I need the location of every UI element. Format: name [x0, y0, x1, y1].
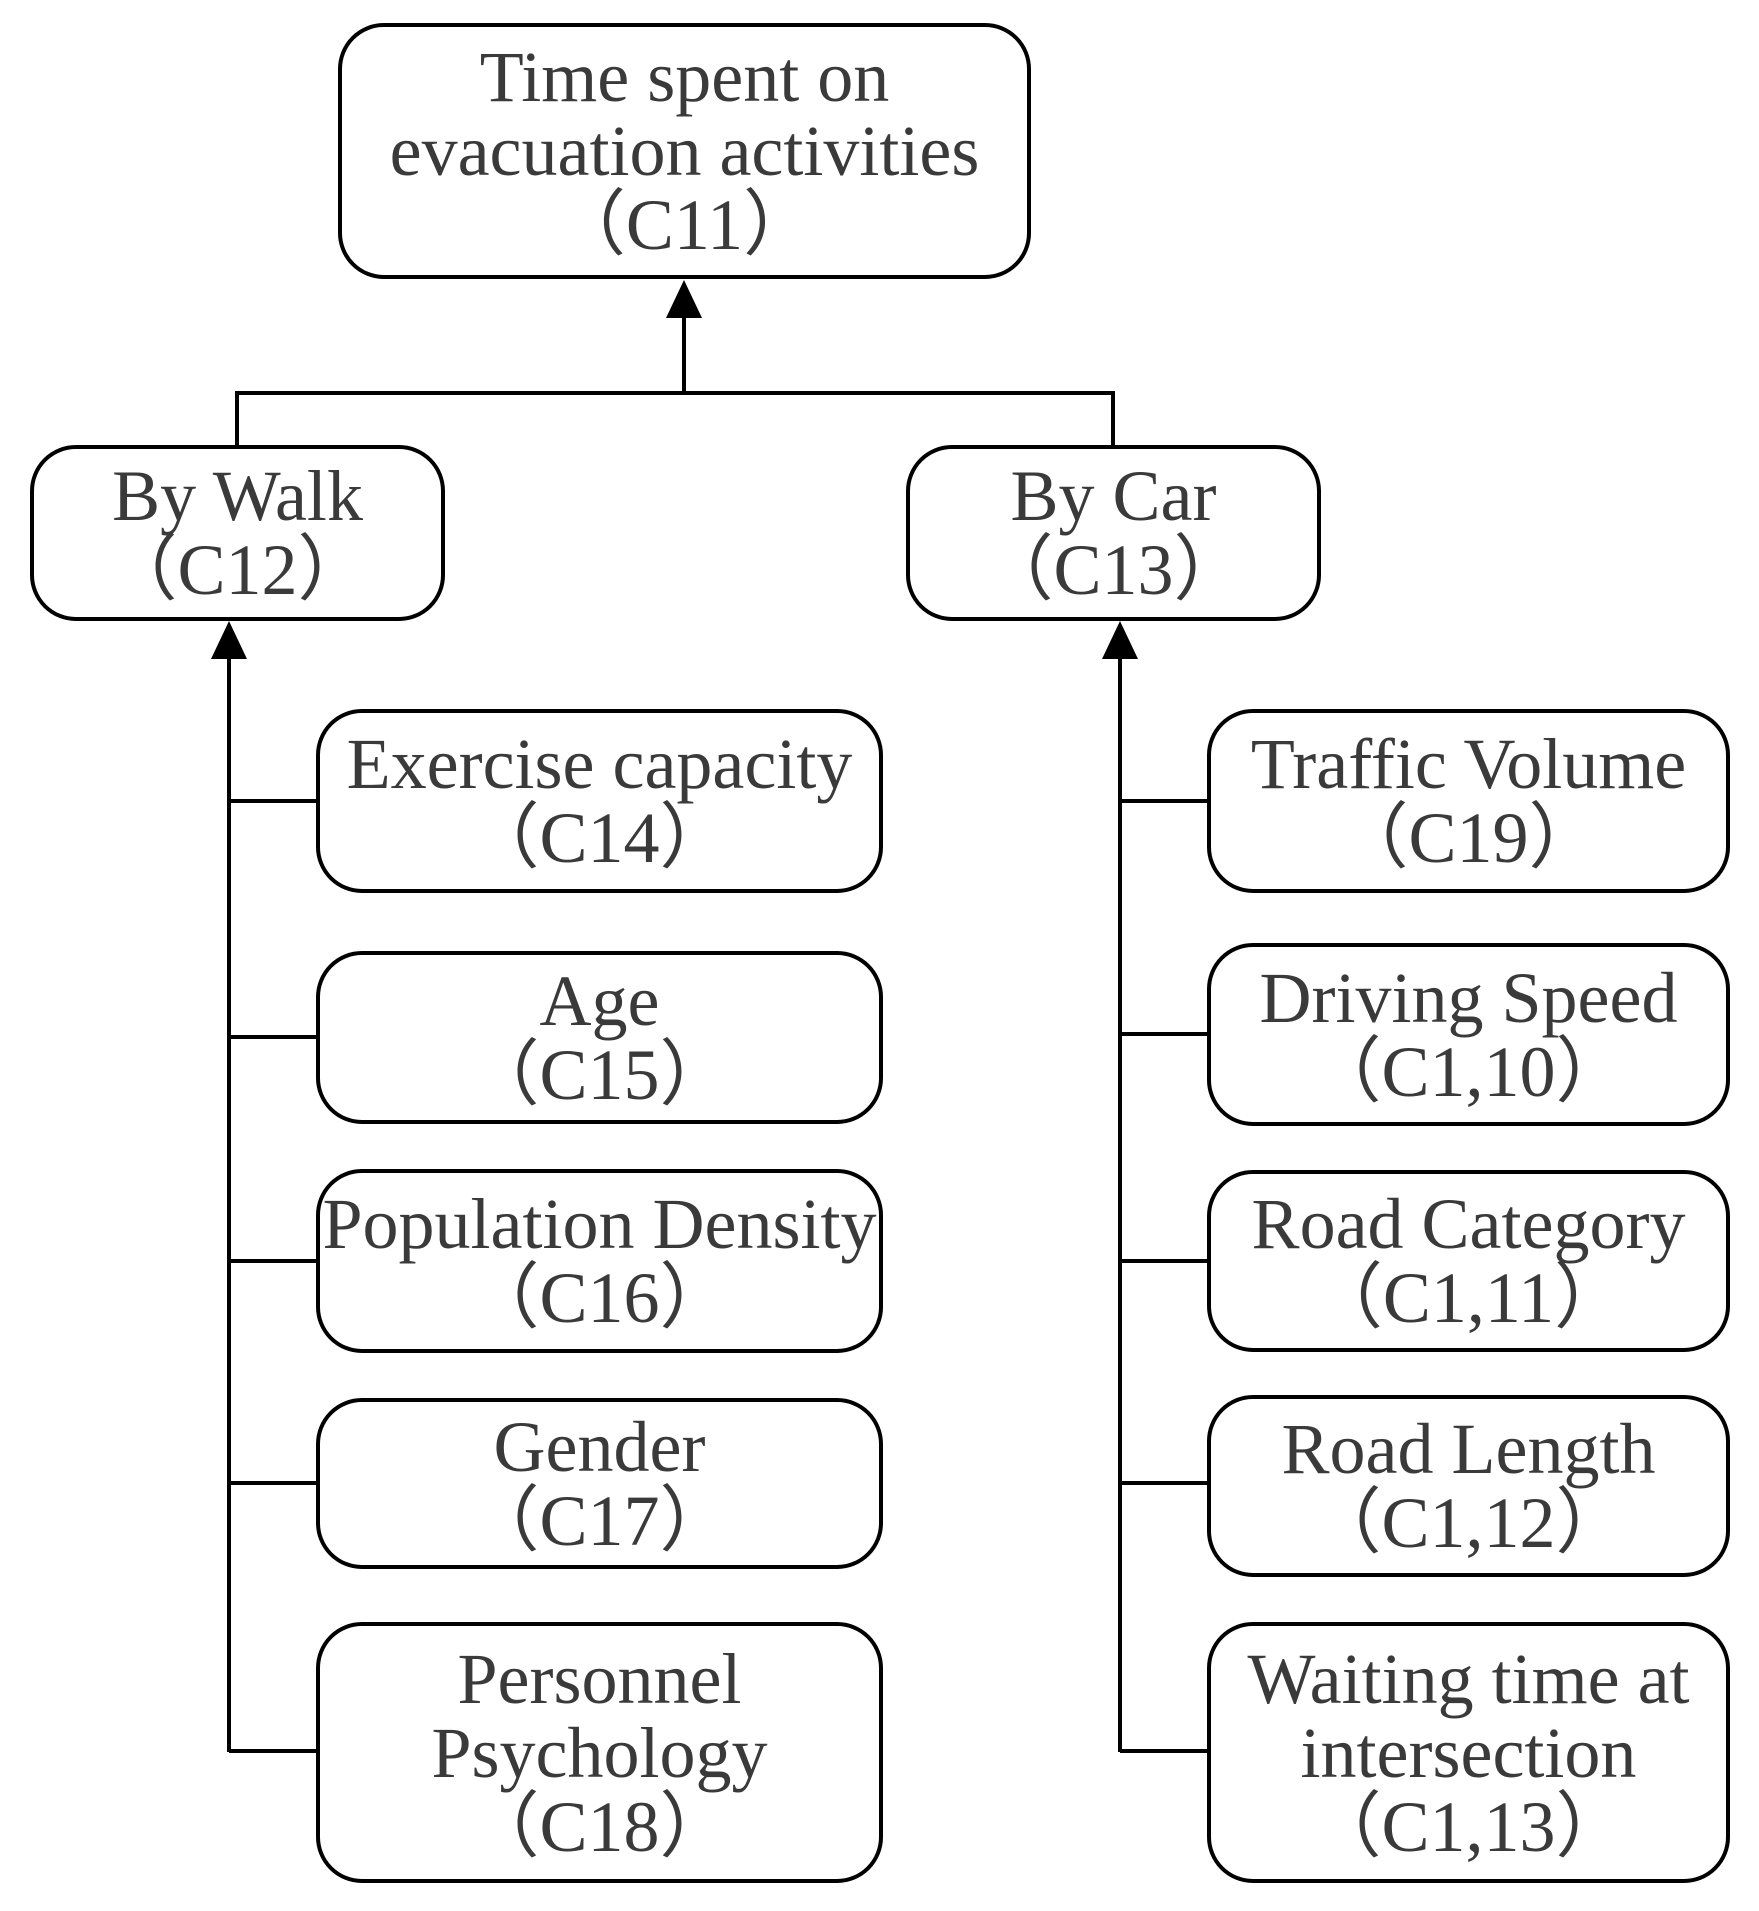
c17-code: （C17）: [467, 1480, 732, 1561]
c18-label-line2: Psychology: [431, 1712, 768, 1793]
level2-bracket: [235, 391, 1115, 445]
c16-label: Population Density: [322, 1184, 877, 1264]
node-c113-waiting-time-at-intersection: Waiting time at intersection （C1,13）: [1207, 1622, 1730, 1883]
node-c11-time-spent: Time spent on evacuation activities （C11…: [338, 23, 1031, 279]
node-c17-gender: Gender （C17）: [316, 1398, 883, 1569]
arrowhead-to-root: [666, 280, 702, 318]
c14-code: （C14）: [467, 798, 732, 878]
c112-label: Road Length: [1281, 1409, 1656, 1489]
c113-code: （C1,13）: [1309, 1786, 1628, 1867]
walk-label: By Walk: [112, 456, 363, 536]
c18-code: （C18）: [467, 1786, 732, 1867]
arrowhead-to-car: [1102, 621, 1138, 659]
c18-label-line1: Personnel: [457, 1638, 742, 1719]
root-code: （C11）: [553, 185, 816, 265]
node-c13-by-car: By Car （C13）: [906, 445, 1321, 621]
c111-code: （C1,11）: [1310, 1258, 1627, 1338]
node-c16-population-density: Population Density （C16）: [316, 1169, 883, 1353]
c110-code: （C1,10）: [1309, 1031, 1628, 1112]
car-label: By Car: [1010, 456, 1217, 536]
c16-code: （C16）: [467, 1258, 732, 1338]
car-code: （C13）: [981, 530, 1246, 610]
node-c110-driving-speed: Driving Speed （C1,10）: [1207, 943, 1730, 1126]
node-c12-by-walk: By Walk （C12）: [30, 445, 445, 621]
node-c14-exercise-capacity: Exercise capacity （C14）: [316, 709, 883, 893]
c17-label: Gender: [493, 1406, 706, 1487]
c110-label: Driving Speed: [1259, 957, 1678, 1038]
c113-label-line1: Waiting time at: [1247, 1638, 1690, 1719]
c112-code: （C1,12）: [1309, 1483, 1628, 1563]
walk-code: （C12）: [105, 530, 370, 610]
node-c15-age: Age （C15）: [316, 951, 883, 1124]
c15-code: （C15）: [467, 1034, 732, 1115]
root-line2: evacuation activities: [389, 111, 980, 191]
c19-code: （C19）: [1336, 798, 1601, 878]
node-c111-road-category: Road Category （C1,11）: [1207, 1170, 1730, 1352]
c15-label: Age: [539, 960, 660, 1041]
node-c18-personnel-psychology: Personnel Psychology （C18）: [316, 1622, 883, 1883]
c19-label: Traffic Volume: [1250, 724, 1687, 804]
c14-label: Exercise capacity: [346, 724, 853, 804]
c111-label: Road Category: [1251, 1184, 1686, 1264]
root-line1: Time spent on: [479, 37, 890, 117]
arrowhead-to-walk: [211, 621, 247, 659]
c113-label-line2: intersection: [1300, 1712, 1637, 1793]
node-c19-traffic-volume: Traffic Volume （C19）: [1207, 709, 1730, 893]
node-c112-road-length: Road Length （C1,12）: [1207, 1395, 1730, 1577]
